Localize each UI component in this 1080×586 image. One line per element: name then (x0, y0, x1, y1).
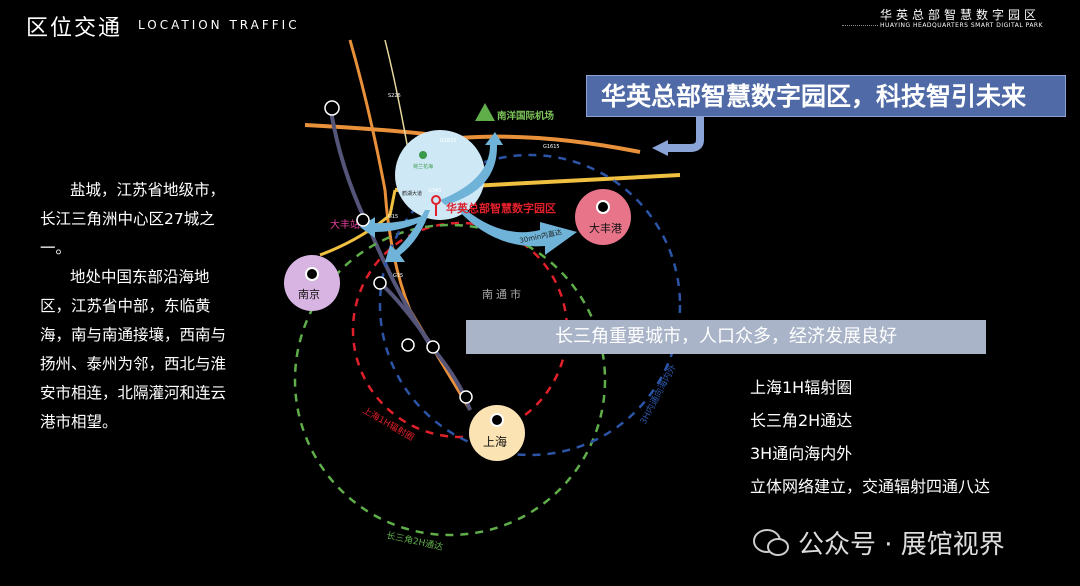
description-para: 地处中国东部沿海地区，江苏省中部，东临黄海，南与南通接壤，西南与扬州、泰州为邻，… (40, 268, 227, 431)
road-badge: G1615 (543, 144, 560, 150)
description-para: 盐城，江苏省地级市，长江三角洲中心区27城之一。 (40, 181, 226, 257)
wechat-icon (753, 529, 789, 556)
arrow-station (360, 215, 425, 238)
footer-account: 公众号 · 展馆视界 (798, 530, 1005, 560)
description: 盐城，江苏省地级市，长江三角洲中心区27城之一。 地处中国东部沿海地区，江苏省中… (40, 176, 240, 437)
page-subtitle: LOCATION TRAFFIC (138, 18, 300, 32)
park-label: 华英总部智慧数字园区 (446, 201, 556, 215)
road-badge: G15 (393, 273, 403, 279)
railway (328, 104, 472, 411)
ring-2h (293, 223, 607, 537)
feature-point: 立体网络建立，交通辐射四通八达 (750, 477, 991, 496)
feature-point: 长三角2H通达 (750, 411, 853, 430)
nanjing-label: 南京 (298, 287, 320, 301)
feature-point: 3H通向海内外 (750, 444, 853, 463)
shanghai-circle (469, 405, 525, 461)
secondary-banner: 长三角重要城市，人口众多，经济发展良好 (466, 320, 986, 354)
port-label: 大丰港 (589, 221, 622, 235)
road-badge: S226 (388, 93, 401, 99)
airport-icon (475, 103, 495, 121)
arrow-airport (440, 132, 503, 205)
arrow-port (458, 205, 577, 255)
page-title: 区位交通 (26, 16, 123, 41)
main-banner: 华英总部智慧数字园区，科技智引未来 (586, 75, 1066, 117)
feature-point: 上海1H辐射圈 (750, 378, 853, 397)
nanjing-circle (284, 255, 340, 311)
ring-2h-label: 长三角2H通达 (385, 529, 444, 553)
brand-name-en: HUAYING HEADQUARTERS SMART DIGITAL PARK (880, 22, 1044, 29)
road-g343-west (319, 189, 397, 257)
nantong-label: 南通市 (482, 287, 524, 301)
road-badge: G15 (388, 214, 398, 220)
road-badge: G1615 (440, 138, 457, 144)
airport-label: 南洋国际机场 (497, 110, 555, 122)
station-label: 大丰站 (330, 218, 360, 231)
avenue-label: 鹤湖大道 (402, 190, 422, 197)
ring-3h-label: 3H内通向海内外 (637, 362, 679, 426)
scenic-icon (419, 151, 427, 159)
callout-arrow (668, 117, 704, 152)
brand-name: 华英总部智慧数字园区 (880, 8, 1041, 22)
road-badge: G343 (428, 188, 441, 194)
scenic-label: 荷兰花海 (413, 163, 433, 170)
port-circle (575, 189, 631, 245)
shanghai-label: 上海 (483, 434, 507, 449)
arrow-nantong (385, 210, 430, 262)
ring-3h (378, 153, 682, 457)
divider (842, 25, 878, 26)
